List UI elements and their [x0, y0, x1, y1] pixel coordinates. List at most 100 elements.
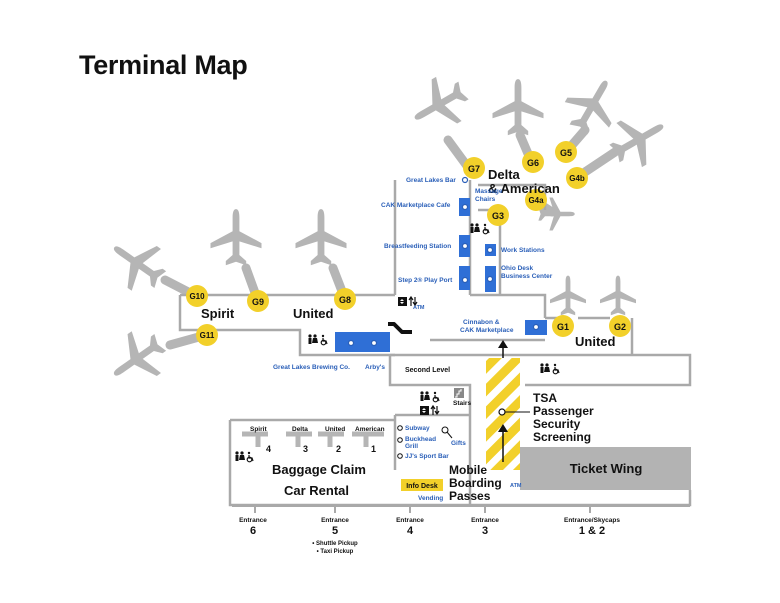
airline-spirit: Spirit	[201, 306, 235, 321]
entrance-3[interactable]: Entrance 3	[471, 517, 499, 537]
svg-text:5: 5	[332, 525, 338, 537]
entrance-4[interactable]: Entrance 4	[396, 517, 424, 537]
svg-text:Entrance/Skycaps: Entrance/Skycaps	[564, 517, 620, 524]
svg-text:G3: G3	[492, 211, 504, 221]
carousel-2: United 2	[318, 426, 345, 454]
tsa-label: TSA Passenger Security Screening	[533, 391, 594, 444]
svg-text:G4a: G4a	[528, 196, 544, 205]
cinnabon-label: Cinnabon &	[463, 319, 500, 326]
arrow-up-icon	[430, 404, 440, 416]
entrance-6[interactable]: Entrance 6	[239, 517, 267, 537]
svg-text:G4b: G4b	[569, 174, 585, 183]
gifts-label: Gifts	[451, 440, 466, 447]
ticket-wing-label: Ticket Wing	[570, 461, 643, 476]
gate-g4b[interactable]: G4b	[566, 167, 588, 189]
gate-markers: G7 G6 G5 G4b G4a G3 G10 G9 G8 G11 G1 G2	[186, 141, 631, 346]
atm-upper-label: ATM	[413, 305, 425, 311]
gate-g5[interactable]: G5	[555, 141, 577, 163]
svg-text:Boarding: Boarding	[449, 476, 502, 490]
svg-text:G10: G10	[189, 292, 205, 301]
airplane-icon	[550, 275, 586, 316]
svg-text:3: 3	[482, 525, 488, 537]
svg-text:G6: G6	[527, 158, 539, 168]
airplane-icon	[210, 209, 262, 266]
carousel-4: Spirit 4	[242, 426, 271, 454]
play-port-label: Step 2® Play Port	[398, 276, 453, 284]
svg-text:Entrance: Entrance	[471, 517, 499, 524]
buckhead-label: Buckhead	[405, 436, 436, 443]
great-lakes-bar-label: Great Lakes Bar	[406, 177, 456, 184]
svg-text:Chairs: Chairs	[475, 196, 496, 203]
svg-text:1: 1	[371, 444, 376, 454]
accessible-icon	[552, 363, 560, 375]
carousel-1: American 1	[352, 426, 385, 454]
food-markers	[397, 425, 449, 459]
gate-g4a[interactable]: G4a	[525, 189, 547, 211]
gate-g1[interactable]: G1	[552, 315, 574, 337]
svg-text:Screening: Screening	[533, 430, 591, 444]
svg-text:Entrance: Entrance	[321, 517, 349, 524]
svg-text:G9: G9	[252, 297, 264, 307]
entrances: Entrance 6 Entrance 5 Entrance 4 Entranc…	[239, 517, 620, 555]
amenity-markers	[347, 176, 540, 347]
gate-g11[interactable]: G11	[196, 324, 218, 346]
gate-g9[interactable]: G9	[247, 290, 269, 312]
svg-text:Entrance: Entrance	[396, 517, 424, 524]
second-level-label: Second Level	[405, 367, 450, 374]
taxi-pickup: • Taxi Pickup	[317, 549, 354, 555]
breastfeeding-label: Breastfeeding Station	[384, 243, 451, 250]
baggage-claim-label: Baggage Claim	[272, 462, 366, 477]
accessible-icon	[320, 334, 328, 346]
gate-g2[interactable]: G2	[609, 315, 631, 337]
info-desk-label: Info Desk	[406, 483, 438, 490]
svg-text:G7: G7	[468, 164, 480, 174]
arbys-label: Arby's	[365, 364, 385, 371]
airplane-icon	[600, 275, 636, 316]
svg-text:1 & 2: 1 & 2	[579, 525, 605, 537]
baggage-carousels: Spirit 4 Delta 3 United 2 American 1	[242, 426, 385, 454]
massage-chairs-label: Massage	[475, 188, 503, 195]
accessible-icon	[246, 451, 254, 463]
gate-g6[interactable]: G6	[522, 151, 544, 173]
service-icons	[235, 223, 560, 463]
ticket-wing[interactable]	[520, 447, 691, 490]
airplane-icon	[99, 321, 175, 396]
gate-g3[interactable]: G3	[487, 204, 509, 226]
jjs-label: JJ's Sport Bar	[405, 453, 449, 460]
car-rental-label: Car Rental	[284, 483, 349, 498]
svg-text:G8: G8	[339, 295, 351, 305]
svg-text:Security: Security	[533, 417, 581, 431]
airline-united-west: United	[293, 306, 334, 321]
airline-united-east: United	[575, 334, 616, 349]
restroom-icon	[470, 223, 480, 233]
tsa-marker	[498, 408, 506, 416]
accessible-icon	[432, 391, 440, 403]
svg-text:6: 6	[250, 525, 256, 537]
airplane-icon	[556, 68, 629, 143]
svg-text:TSA: TSA	[533, 391, 557, 405]
svg-text:Spirit: Spirit	[250, 426, 267, 433]
svg-text:United: United	[325, 426, 345, 433]
gate-g10[interactable]: G10	[186, 285, 208, 307]
entrance-1-2[interactable]: Entrance/Skycaps 1 & 2	[564, 517, 620, 537]
svg-text:2: 2	[336, 444, 341, 454]
entrance-5[interactable]: Entrance 5	[321, 517, 349, 537]
svg-text:4: 4	[407, 525, 414, 537]
svg-text:Grill: Grill	[405, 443, 418, 450]
gate-g8[interactable]: G8	[334, 288, 356, 310]
shuttle-pickup: • Shuttle Pickup	[312, 541, 358, 547]
stairs-icon	[454, 388, 464, 398]
elevator-icon	[398, 297, 407, 306]
page-title: Terminal Map	[79, 50, 248, 80]
airplane-icon	[402, 68, 477, 141]
carousel-3: Delta 3	[286, 426, 312, 454]
gate-g7[interactable]: G7	[463, 157, 485, 179]
svg-text:Entrance: Entrance	[239, 517, 267, 524]
restroom-icon	[540, 363, 550, 373]
svg-text:Delta: Delta	[292, 426, 308, 433]
great-lakes-brewing-label: Great Lakes Brewing Co.	[273, 364, 350, 371]
svg-text:G1: G1	[557, 322, 569, 332]
info-desk[interactable]	[401, 479, 443, 491]
accessible-icon	[482, 223, 490, 235]
arrow-up-icon	[408, 295, 418, 307]
